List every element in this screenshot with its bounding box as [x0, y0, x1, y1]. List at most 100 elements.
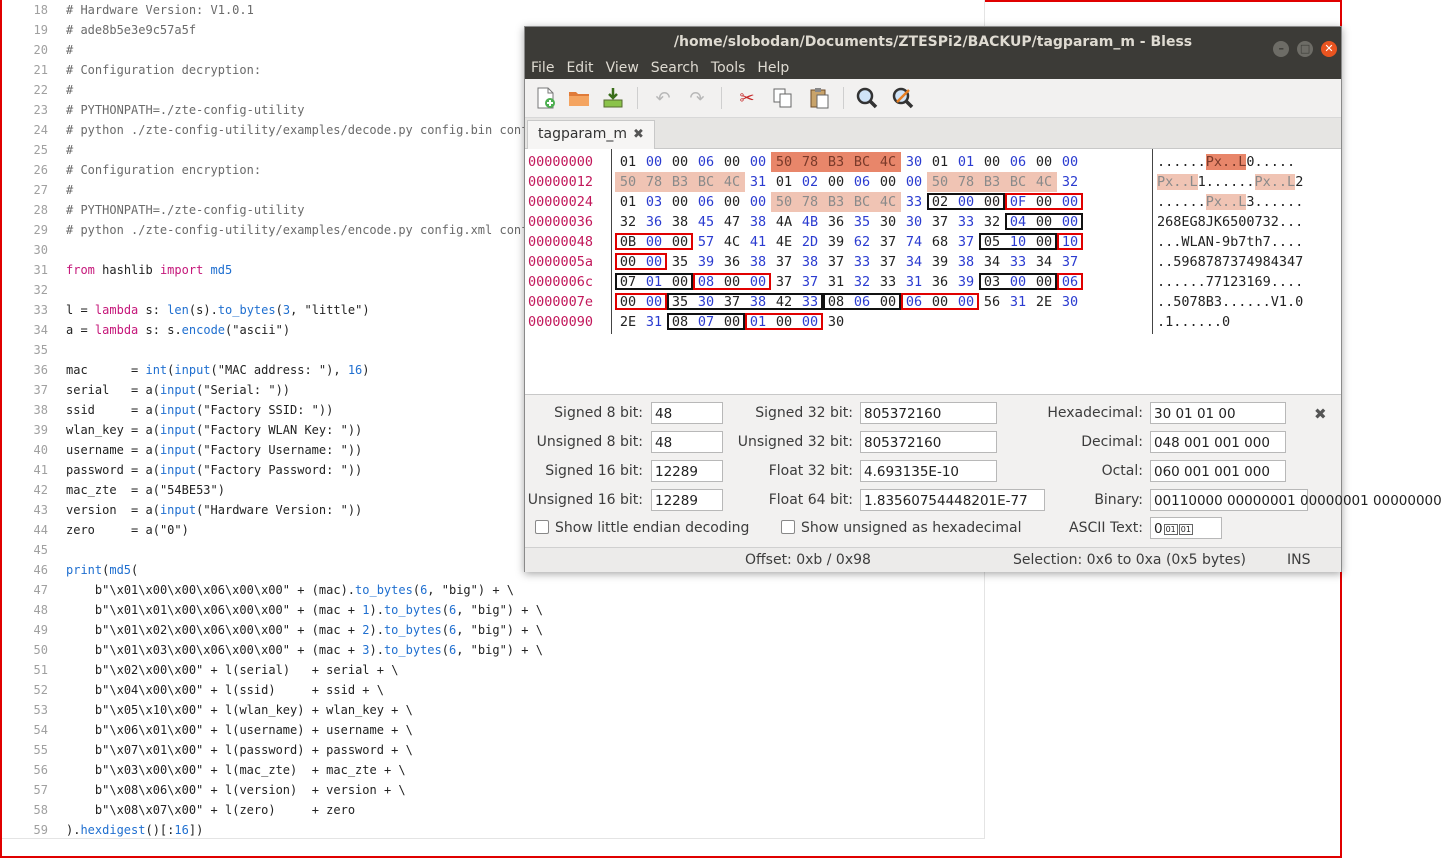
hex-byte[interactable]: 06 — [1061, 274, 1079, 290]
hex-byte[interactable]: 08 — [671, 314, 689, 330]
ascii-column[interactable]: .1......0 — [1157, 312, 1230, 332]
hex-byte[interactable]: 08 — [827, 294, 845, 310]
menu-help[interactable]: Help — [757, 60, 790, 76]
hex-byte[interactable]: 03 — [983, 274, 1001, 290]
hex-byte[interactable]: 39 — [931, 254, 949, 270]
hex-byte[interactable]: 78 — [797, 192, 823, 212]
undo-icon[interactable]: ↶ — [655, 87, 671, 109]
signed8-field[interactable]: 48 — [651, 402, 723, 424]
hex-byte[interactable]: 2D — [801, 234, 819, 250]
hex-byte[interactable]: 35 — [671, 294, 689, 310]
hex-byte[interactable]: 33 — [879, 274, 897, 290]
hex-byte[interactable]: B3 — [667, 172, 693, 192]
hex-byte[interactable]: 31 — [1009, 294, 1027, 310]
code-line[interactable]: 30 — [2, 240, 66, 260]
code-line[interactable]: 54 b"\x06\x01\x00" + l(username) + usern… — [2, 720, 413, 740]
hex-byte[interactable]: 00 — [983, 194, 1001, 210]
hex-byte[interactable]: 00 — [723, 154, 741, 170]
unsigned8-field[interactable]: 48 — [651, 431, 723, 453]
ascii-column[interactable]: ...WLAN-9b7th7.... — [1157, 232, 1303, 252]
tab-tagparam-m[interactable]: tagparam_m✖ — [527, 120, 655, 149]
hex-byte[interactable]: 32 — [853, 274, 871, 290]
hex-byte[interactable]: 00 — [1035, 234, 1053, 250]
hex-byte[interactable]: 37 — [879, 254, 897, 270]
hex-byte[interactable]: B3 — [823, 152, 849, 172]
code-line[interactable]: 49 b"\x01\x02\x00\x06\x00\x00" + (mac + … — [2, 620, 543, 640]
hex-byte[interactable]: 39 — [957, 274, 975, 290]
hex-byte[interactable]: 0B — [619, 234, 637, 250]
paste-icon[interactable] — [805, 84, 833, 112]
hex-byte[interactable]: 01 — [775, 174, 793, 190]
signed32-field[interactable]: 805372160 — [860, 402, 997, 424]
hex-byte[interactable]: 4C — [1031, 172, 1057, 192]
hex-byte[interactable]: 10 — [1009, 234, 1027, 250]
cut-icon[interactable]: ✂ — [739, 87, 755, 109]
little-endian-checkbox[interactable]: Show little endian decoding — [535, 519, 749, 537]
hex-byte[interactable]: 4C — [723, 234, 741, 250]
code-line[interactable]: 19# ade8b5e3e9c57a5f — [2, 20, 197, 40]
hex-byte[interactable]: 06 — [1009, 154, 1027, 170]
ascii-column[interactable]: ......77123169.... — [1157, 272, 1303, 292]
code-line[interactable]: 26# Configuration encryption: — [2, 160, 262, 180]
hex-byte[interactable]: 41 — [749, 234, 767, 250]
hex-byte[interactable]: BC — [849, 192, 875, 212]
hex-byte[interactable]: 00 — [645, 294, 663, 310]
hex-byte[interactable]: 07 — [697, 314, 715, 330]
hex-byte[interactable]: 01 — [957, 154, 975, 170]
code-line[interactable]: 29# python ./zte-config-utility/examples… — [2, 220, 572, 240]
hex-byte[interactable]: 34 — [905, 254, 923, 270]
code-line[interactable]: 57 b"\x08\x06\x00" + l(version) + versio… — [2, 780, 406, 800]
hex-byte[interactable]: 33 — [1009, 254, 1027, 270]
hex-byte[interactable]: 00 — [619, 294, 637, 310]
hex-byte[interactable]: 62 — [853, 234, 871, 250]
code-line[interactable]: 21# Configuration decryption: — [2, 60, 262, 80]
hex-byte[interactable]: 00 — [1061, 214, 1079, 230]
find-replace-icon[interactable] — [889, 84, 917, 112]
close-window-button[interactable]: ✕ — [1321, 41, 1337, 57]
hex-byte[interactable]: 38 — [749, 294, 767, 310]
code-line[interactable]: 18# Hardware Version: V1.0.1 — [2, 0, 254, 20]
hex-byte[interactable]: 2E — [1035, 294, 1053, 310]
menu-file[interactable]: File — [531, 60, 555, 76]
hex-byte[interactable]: 37 — [827, 254, 845, 270]
hex-byte[interactable]: 00 — [1035, 214, 1053, 230]
code-line[interactable]: 50 b"\x01\x03\x00\x06\x00\x00" + (mac + … — [2, 640, 543, 660]
code-line[interactable]: 28# PYTHONPATH=./zte-config-utility — [2, 200, 305, 220]
hex-byte[interactable]: 68 — [931, 234, 949, 250]
hex-byte[interactable]: 36 — [931, 274, 949, 290]
hex-byte[interactable]: BC — [693, 172, 719, 192]
hexadecimal-field[interactable]: 30 01 01 00 — [1150, 402, 1286, 424]
hex-byte[interactable]: 4C — [875, 192, 901, 212]
hex-byte[interactable]: BC — [1005, 172, 1031, 192]
hex-byte[interactable]: 06 — [853, 174, 871, 190]
hex-byte[interactable]: 38 — [671, 214, 689, 230]
hex-byte[interactable]: 06 — [853, 294, 871, 310]
minimize-button[interactable]: – — [1273, 41, 1290, 57]
hex-byte[interactable]: 78 — [797, 152, 823, 172]
hex-byte[interactable]: 36 — [645, 214, 663, 230]
menu-view[interactable]: View — [605, 60, 639, 76]
hex-byte[interactable]: 01 — [619, 154, 637, 170]
hex-byte[interactable]: 37 — [801, 274, 819, 290]
hex-byte[interactable]: 30 — [905, 154, 923, 170]
hex-byte[interactable]: 00 — [1035, 274, 1053, 290]
code-line[interactable]: 25# — [2, 140, 74, 160]
hex-byte[interactable]: 00 — [723, 314, 741, 330]
unsigned32-field[interactable]: 805372160 — [860, 431, 997, 453]
hex-byte[interactable]: 37 — [723, 294, 741, 310]
hex-byte[interactable]: 32 — [619, 214, 637, 230]
hex-byte[interactable]: BC — [849, 152, 875, 172]
hex-byte[interactable]: 32 — [983, 214, 1001, 230]
menu-tools[interactable]: Tools — [710, 60, 746, 76]
hex-byte[interactable]: 00 — [957, 194, 975, 210]
hex-byte[interactable]: 78 — [953, 172, 979, 192]
